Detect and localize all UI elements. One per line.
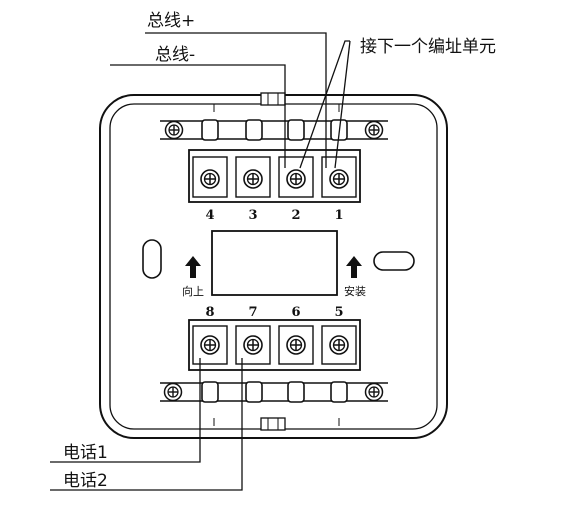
leader-wires xyxy=(50,32,351,491)
right-mounting-slot xyxy=(373,251,415,271)
phone1-wire xyxy=(50,358,201,463)
install-label: 安装 xyxy=(344,284,366,298)
next-unit-wire-a xyxy=(299,40,350,169)
terminal-number-6: 6 xyxy=(291,305,300,320)
install-arrow-icon xyxy=(346,256,362,278)
top-terminal-block xyxy=(188,149,361,203)
bus-minus-label: 总线- xyxy=(155,45,195,65)
left-mounting-slot xyxy=(142,239,162,279)
next-unit-label: 接下一个编址单元 xyxy=(360,37,496,57)
terminal-number-2: 2 xyxy=(291,208,300,223)
top-terminal-numbers: 4 3 2 1 xyxy=(205,208,343,223)
phone2-wire xyxy=(50,358,243,491)
bottom-clip-rail xyxy=(160,381,388,403)
bottom-terminal-block xyxy=(188,319,361,371)
terminal-number-5: 5 xyxy=(334,305,343,320)
bottom-terminal-numbers: 8 7 6 5 xyxy=(205,305,343,320)
terminal-number-8: 8 xyxy=(205,305,214,320)
terminal-number-7: 7 xyxy=(248,305,257,320)
next-unit-wire-b xyxy=(334,40,351,169)
terminal-number-3: 3 xyxy=(248,208,257,223)
top-clip-rail xyxy=(160,119,388,141)
terminal-number-4: 4 xyxy=(205,208,214,223)
up-arrow-icon xyxy=(185,256,201,278)
center-window xyxy=(211,230,338,296)
up-label: 向上 xyxy=(182,284,204,298)
bus-plus-label: 总线+ xyxy=(147,11,195,31)
terminal-number-1: 1 xyxy=(334,208,343,223)
housing xyxy=(99,92,448,439)
phone2-label: 电话2 xyxy=(63,471,108,491)
bus-plus-wire xyxy=(145,32,327,168)
phone1-label: 电话1 xyxy=(63,443,108,463)
bus-minus-wire xyxy=(110,64,286,168)
